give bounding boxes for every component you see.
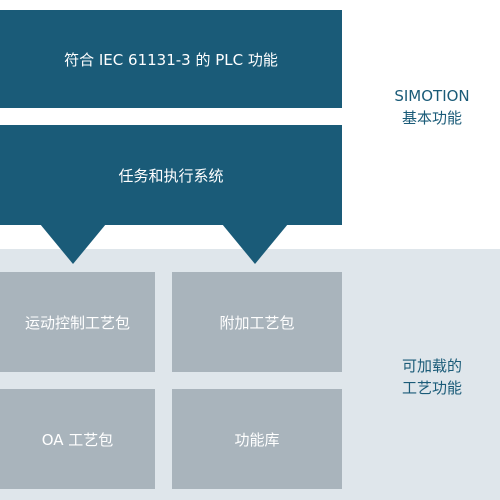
loadable-technology-functions-label: 可加载的 工艺功能	[362, 355, 500, 399]
additional-package-box: 附加工艺包	[172, 272, 342, 372]
plc-functions-label: 符合 IEC 61131-3 的 PLC 功能	[64, 50, 278, 69]
function-library-label: 功能库	[234, 430, 280, 449]
function-library-box: 功能库	[172, 389, 342, 489]
motion-control-package-label: 运动控制工艺包	[24, 313, 130, 332]
side-label-line: 基本功能	[401, 109, 462, 127]
oa-package-box: OA 工艺包	[0, 389, 155, 489]
task-execution-system-box: 任务和执行系统	[0, 125, 342, 225]
down-arrow-right	[222, 224, 288, 264]
additional-package-label: 附加工艺包	[219, 313, 295, 332]
side-label-line: 工艺功能	[401, 379, 462, 397]
simotion-basic-functions-label: SIMOTION 基本功能	[362, 85, 500, 129]
task-execution-system-label: 任务和执行系统	[118, 166, 224, 185]
down-arrow-left	[40, 224, 106, 264]
plc-functions-box: 符合 IEC 61131-3 的 PLC 功能	[0, 10, 342, 108]
motion-control-package-box: 运动控制工艺包	[0, 272, 155, 372]
oa-package-label: OA 工艺包	[41, 430, 114, 449]
side-label-line: SIMOTION	[394, 87, 470, 105]
side-label-line: 可加载的	[401, 357, 462, 375]
